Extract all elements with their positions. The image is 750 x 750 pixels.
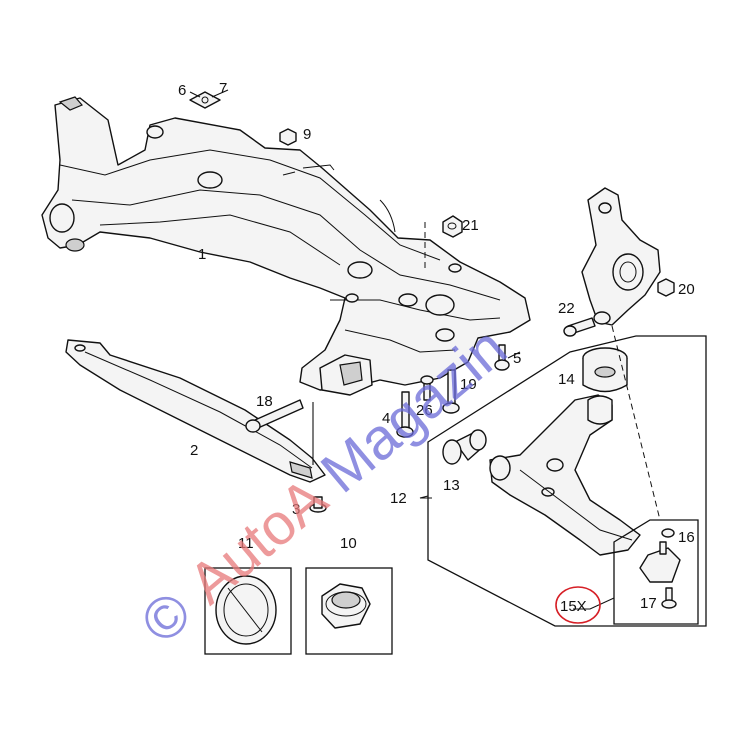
callout-14: 14 <box>558 371 575 388</box>
control-arm-kit-box <box>427 335 707 627</box>
bushing-part-14 <box>582 347 628 393</box>
ball-joint <box>639 528 681 609</box>
bolt-part-22 <box>563 317 596 337</box>
callout-11: 11 <box>238 535 254 552</box>
bolt-part-19 <box>442 369 460 414</box>
nut-part-9 <box>279 128 297 146</box>
bolt-part-3 <box>309 496 327 513</box>
callout-1: 1 <box>198 246 206 263</box>
callout-22: 22 <box>558 300 575 317</box>
nut-part-21 <box>442 215 463 238</box>
callout-9: 9 <box>303 126 311 143</box>
leader-lines <box>189 89 615 610</box>
reinforcement-plate-part-2 <box>65 339 326 483</box>
hex-nut-part-10 <box>321 583 371 629</box>
bolt-part-4 <box>396 391 414 438</box>
bolt-part-26 <box>420 375 434 401</box>
nut-part-20 <box>657 278 675 297</box>
bushing-part-13 <box>442 429 487 465</box>
bolt-part-18 <box>245 399 304 433</box>
ball-joint-box <box>613 519 699 625</box>
part-box-11 <box>204 567 292 655</box>
cap-part-11 <box>215 575 277 645</box>
callout-15X: 15X <box>560 598 587 615</box>
callout-12: 12 <box>390 490 407 507</box>
steering-knuckle <box>581 187 661 326</box>
callout-17: 17 <box>640 595 657 612</box>
callout-16: 16 <box>678 529 695 546</box>
watermark-copyright: © <box>129 579 204 656</box>
assembly-line-knuckle <box>611 325 661 521</box>
callout-3: 3 <box>292 501 300 518</box>
control-arm <box>489 394 641 556</box>
subframe-part-1 <box>41 96 531 396</box>
part-box-10 <box>305 567 393 655</box>
callout-6: 6 <box>178 82 186 99</box>
callout-10: 10 <box>340 535 357 552</box>
callout-13: 13 <box>443 477 460 494</box>
callout-21: 21 <box>462 217 479 234</box>
callout-5: 5 <box>513 350 521 367</box>
callout-18: 18 <box>256 393 273 410</box>
callout-19: 19 <box>460 376 477 393</box>
callout-26: 26 <box>416 402 433 419</box>
callout-20: 20 <box>678 281 695 298</box>
callout-4: 4 <box>382 410 390 427</box>
callout-2: 2 <box>190 442 198 459</box>
callout-7: 7 <box>219 80 227 97</box>
bolt-part-5 <box>494 344 510 371</box>
highlight-circle <box>555 586 601 624</box>
